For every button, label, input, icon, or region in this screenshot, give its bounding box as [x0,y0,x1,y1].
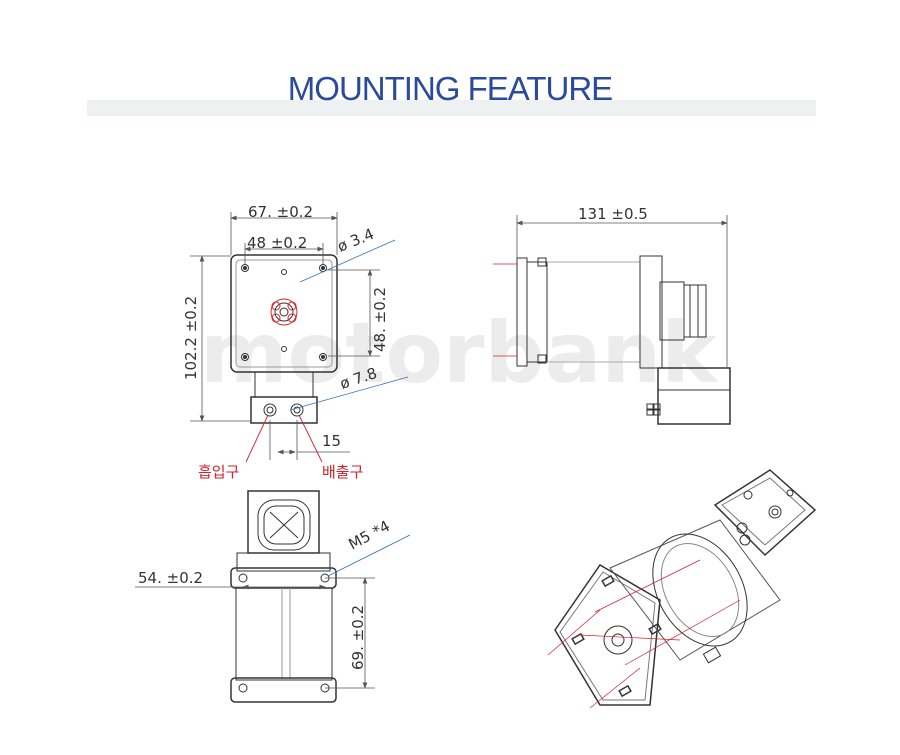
dim-width-outer: 67. ±0.2 [248,203,313,221]
dim-vertical-inner: 48. ±0.2 [371,287,389,352]
front-view [230,254,338,424]
isometric-view [554,469,817,706]
label-inlet: 흡입구 [198,463,239,481]
dim-port-spacing: 15 [322,432,341,450]
dim-length: 131 ±0.5 [578,205,648,223]
dim-thread: M5 *4 [345,517,393,554]
side-view [516,255,731,425]
title-band [87,100,816,116]
bottom-view [230,490,337,703]
dim-width-inner: 48 ±0.2 [247,234,307,252]
dim-height: 102.2 ±0.2 [182,296,200,380]
page-title: MOUNTING FEATURE [287,70,613,107]
label-outlet: 배출구 [322,463,363,481]
dim-bottom-width: 54. ±0.2 [138,569,203,587]
dim-bottom-height: 69. ±0.2 [349,605,367,670]
